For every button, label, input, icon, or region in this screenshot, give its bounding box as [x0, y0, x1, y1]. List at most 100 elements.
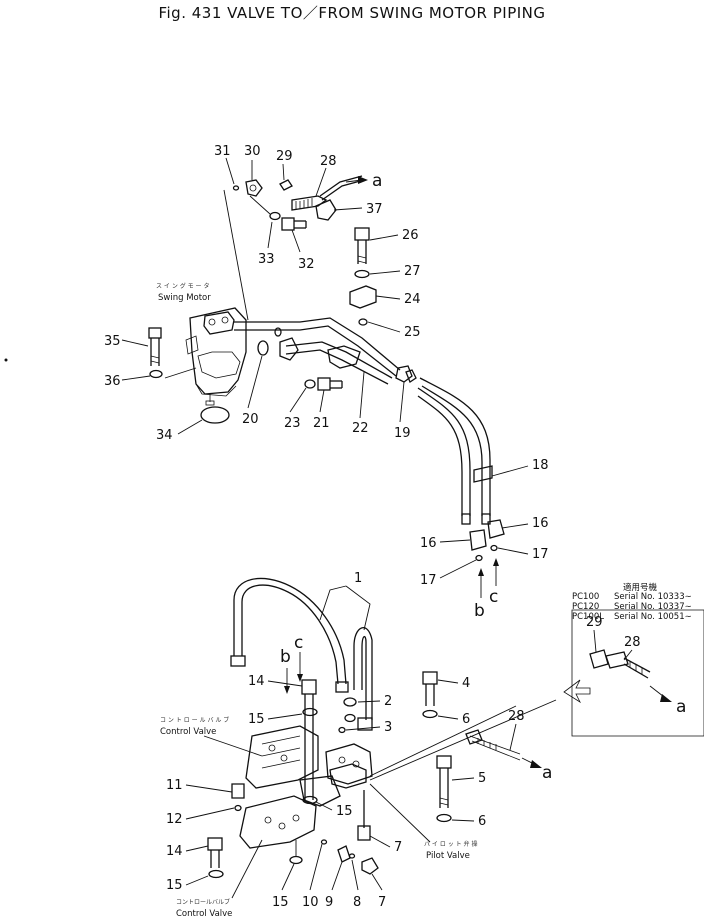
callout-15-lower-left: 15: [166, 878, 183, 893]
washer-27: [354, 269, 370, 279]
callout-14-upper: 14: [248, 674, 265, 689]
washer-15-lower-right: [289, 855, 303, 865]
callout-28-lower: 28: [508, 709, 525, 724]
washer-6-upper: [422, 709, 438, 719]
serial-table: PC100 Serial No. 10333∼ PC120 Serial No.…: [572, 592, 692, 622]
callout-32: 32: [298, 257, 315, 272]
callout-11: 10: [302, 895, 319, 910]
hose-28-lower: [465, 729, 521, 761]
connector-b-upper: b: [474, 601, 485, 621]
bolt-14-upper: [301, 679, 317, 800]
bolt-35: [148, 327, 162, 366]
callout-25: 25: [404, 325, 421, 340]
callout-15-upper: 15: [248, 712, 265, 727]
callout-33: 33: [258, 252, 275, 267]
pilot-valve-jp-label: パ イ ロ ッ ト 弁 操: [424, 840, 477, 848]
swing-motor-label: Swing Motor: [158, 293, 211, 303]
elbow-16-right: [487, 519, 505, 539]
o-ring-21: [257, 340, 269, 356]
plug-29: [279, 179, 293, 191]
callout-7: 7: [394, 840, 402, 855]
arrow-c-up: [493, 558, 499, 586]
serial-row-model: PC100L: [572, 612, 604, 622]
callout-12: 11: [166, 778, 183, 793]
callout-8: 7: [378, 895, 386, 910]
o-ring-31: [232, 185, 240, 191]
washer-15-lower-left: [208, 869, 224, 879]
arrow-c-down: [297, 652, 303, 682]
stray-dot: [4, 358, 8, 362]
arrow-a-upper: [345, 176, 368, 184]
pilot-valve: [325, 743, 373, 789]
hose-18: [417, 377, 493, 525]
swing-motor: [185, 307, 247, 406]
connector-a-upper: a: [372, 171, 382, 191]
hose-1: [230, 577, 373, 731]
callout-16-right: 16: [532, 516, 549, 531]
bolt-14-lower: [207, 837, 223, 868]
callout-2: 2: [384, 694, 392, 709]
plug-25: [358, 318, 368, 326]
serial-row-number: Serial No. 10051∼: [614, 612, 692, 622]
inset-detail: [563, 609, 704, 737]
washer-23: [304, 379, 316, 389]
callout-15-mid: 15: [336, 804, 353, 819]
arrow-b-up: [478, 568, 484, 598]
control-valve-jp-label-upper: コ ン ト ロ ー ル バ ル ブ: [160, 716, 229, 724]
callout-16-left: 16: [420, 536, 437, 551]
callout-30: 30: [244, 144, 261, 159]
o-ring-3: [338, 726, 346, 734]
clamp-37: [315, 199, 337, 221]
serial-row-model: PC120: [572, 602, 599, 612]
serial-table-header: 適用号機: [623, 582, 658, 593]
pilot-valve-label: Pilot Valve: [426, 851, 470, 861]
callout-27: 27: [404, 264, 421, 279]
callout-5: 5: [478, 771, 486, 786]
washer-36: [149, 369, 163, 379]
callout-19: 19: [394, 426, 411, 441]
serial-row-number: Serial No. 10337∼: [614, 602, 692, 612]
callout-15-lower-right: 15: [272, 895, 289, 910]
elbow-16-left: [469, 529, 487, 551]
arrow-a-lower: [521, 757, 542, 768]
pipe-20: [234, 317, 417, 385]
callout-37: 37: [366, 202, 383, 217]
flange-21: [279, 337, 299, 361]
connector-b-lower: b: [280, 647, 291, 667]
callout-29: 29: [276, 149, 293, 164]
callout-21: 20: [242, 412, 259, 427]
bolt-4: [422, 671, 438, 706]
callout-28: 28: [320, 154, 337, 169]
callout-10: 9: [325, 895, 333, 910]
o-ring-11: [320, 839, 328, 845]
arrow-b-down: [284, 668, 290, 694]
elbow-2: [343, 697, 357, 707]
callout-17-right: 17: [532, 547, 549, 562]
callout-24: 24: [404, 292, 421, 307]
callout-18: 18: [532, 458, 549, 473]
callout-6-lower: 6: [478, 814, 486, 829]
callout-22: 21: [313, 416, 330, 431]
callout-36: 36: [104, 374, 121, 389]
callout-17-left: 17: [420, 573, 437, 588]
connector-c-upper: c: [489, 587, 498, 607]
connector-a-inset: a: [676, 697, 686, 717]
connector-a-lower: a: [542, 763, 552, 783]
elbow-12: [231, 783, 245, 799]
control-valve: [239, 725, 341, 849]
callout-26: 26: [402, 228, 419, 243]
callout-1: 1: [354, 571, 362, 586]
bolt-32: [281, 217, 307, 231]
o-ring-13: [234, 804, 242, 812]
callout-6-upper: 6: [462, 712, 470, 727]
o-ring-17-left: [475, 554, 483, 562]
connector-c-lower: c: [294, 633, 303, 653]
control-valve-label-lower: Control Valve: [176, 909, 232, 919]
control-valve-label-upper: Control Valve: [160, 727, 216, 737]
callout-20: 22: [352, 421, 369, 436]
callout-34: 34: [156, 428, 173, 443]
callout-4: 4: [462, 676, 470, 691]
fitting-30: [245, 179, 263, 197]
bolt-22: [317, 377, 343, 391]
